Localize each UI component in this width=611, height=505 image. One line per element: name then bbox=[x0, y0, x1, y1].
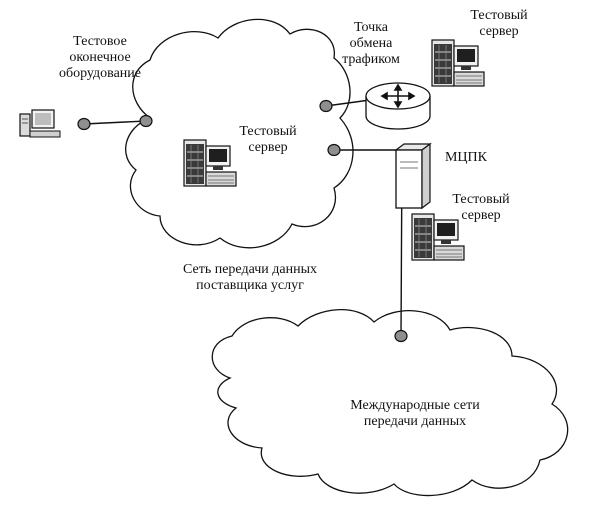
connection-node-international bbox=[394, 329, 408, 343]
link-provider-router bbox=[325, 99, 371, 107]
label-test-server-top: Тестовый сервер bbox=[470, 8, 528, 39]
connection-node-terminal bbox=[77, 117, 91, 131]
label-provider-network: Сеть передачи данных поставщика услуг bbox=[183, 262, 317, 293]
connection-node-provider-mcpk bbox=[327, 143, 341, 157]
label-terminal-equipment: Тестовое оконечное оборудование bbox=[58, 34, 142, 81]
link-terminal-provider bbox=[83, 120, 147, 125]
connection-node-provider-west bbox=[139, 114, 153, 128]
international-networks-cloud bbox=[211, 309, 569, 497]
provider-network-cloud bbox=[125, 18, 354, 249]
label-test-server-center: Тестовый сервер bbox=[239, 124, 297, 155]
router-icon bbox=[365, 82, 431, 130]
tower-server-icon bbox=[394, 142, 432, 210]
label-mcpk: МЦПК bbox=[444, 150, 487, 165]
label-test-server-right: Тестовый сервер bbox=[452, 192, 510, 223]
server-icon bbox=[431, 39, 485, 87]
label-exchange-point: Точка обмена трафиком bbox=[342, 20, 400, 67]
label-international-networks: Международные сети передачи данных bbox=[350, 398, 480, 429]
connection-node-provider-east bbox=[319, 99, 333, 113]
desktop-computer-icon bbox=[19, 109, 61, 138]
